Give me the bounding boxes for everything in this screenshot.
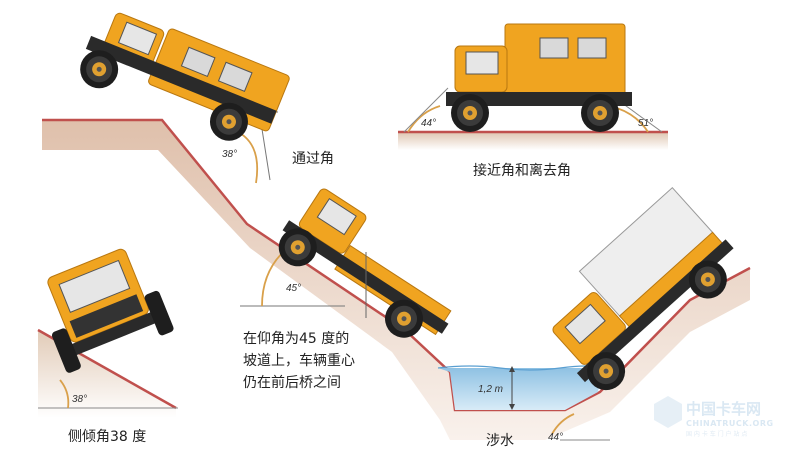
watermark-name: 中国卡车网	[686, 400, 761, 418]
crossing-angle-arc	[237, 131, 259, 184]
slope-note-line-3: 仍在前后桥之间	[243, 375, 341, 391]
slope-note-line-2: 坡道上，车辆重心	[243, 353, 355, 369]
departure-angle-value: 51°	[638, 118, 653, 129]
approach-angle-arc	[407, 105, 441, 133]
watermark: 中国卡车网 CHINATRUCK.ORG 国 内 卡 车 门 户 站 点	[654, 396, 774, 438]
wading-angle-value: 44°	[548, 432, 563, 443]
crossing-angle-label: 通过角	[292, 151, 334, 167]
watermark-slogan: 国 内 卡 车 门 户 站 点	[686, 430, 747, 438]
approach-departure-label: 接近角和离去角	[473, 163, 571, 179]
wading-depth-arrow-bottom	[509, 404, 515, 410]
wading-angle-arc	[551, 413, 575, 435]
watermark-logo-icon	[654, 396, 682, 428]
wading-depth-arrow-top	[509, 366, 515, 372]
truck-approach-departure	[446, 23, 632, 132]
approach-angle-value: 44°	[421, 118, 436, 129]
main-terrain-fill	[42, 120, 750, 440]
side-tilt-label: 侧倾角38 度	[68, 429, 147, 445]
truck-side-tilt	[47, 248, 174, 373]
truck-crossing	[74, 12, 290, 147]
truck-wading	[552, 186, 735, 398]
flat-ground-fill	[398, 132, 668, 150]
crossing-angle-value: 38°	[222, 149, 237, 160]
side-angle-value: 38°	[72, 394, 87, 405]
slope-note-line-1: 在仰角为45 度的	[243, 331, 350, 347]
watermark-domain: CHINATRUCK.ORG	[686, 419, 774, 428]
side-angle-arc	[59, 379, 70, 409]
approach-angle-line	[403, 87, 449, 133]
wading-label: 涉水	[486, 433, 514, 449]
wading-depth-value: 1,2 m	[478, 384, 503, 395]
water	[438, 368, 602, 410]
slope-angle-value: 45°	[286, 283, 301, 294]
